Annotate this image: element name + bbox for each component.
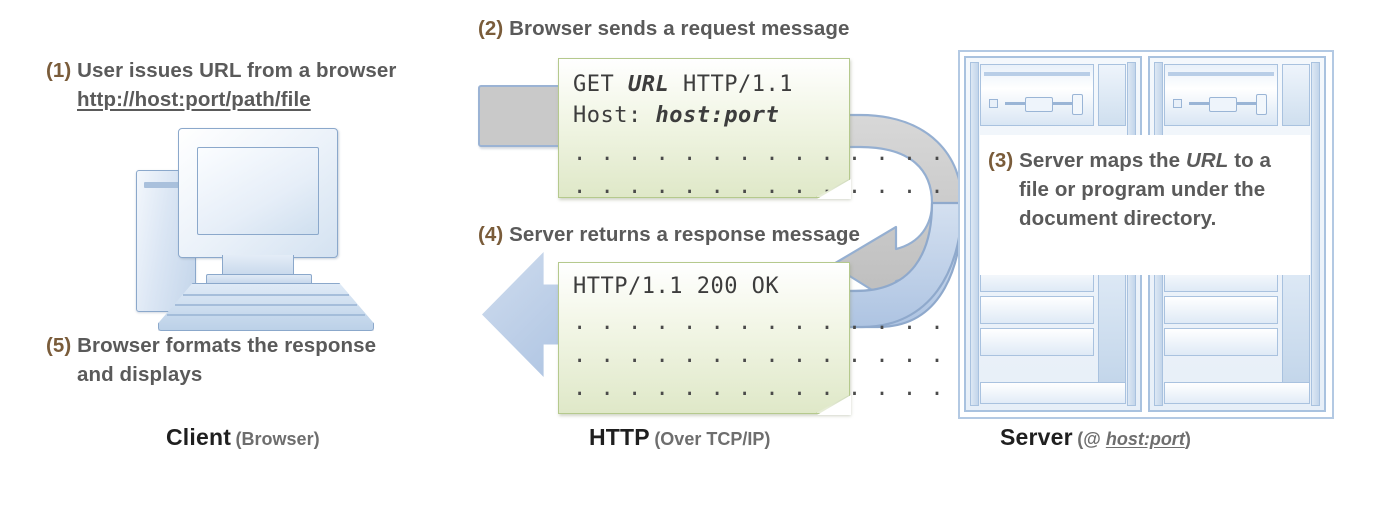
rack-footer-bay [980,382,1126,404]
client-computer-icon [118,128,388,331]
rack-slot-icon [1072,94,1083,115]
pc-tower-slot [144,182,188,188]
request-dots-1: . . . . . . . . . . . . . . . . [573,141,1000,166]
step-2-number: (2) [478,17,504,40]
response-dots-2: . . . . . . . . . . . . . . . [573,343,972,368]
rack-knob-icon [1025,97,1053,112]
request-dots-2: . . . . . . . . . . . . . . . . [573,174,1000,199]
step-3-line1: Server maps the URL to a [1019,149,1272,172]
step-2-label: (2) Browser sends a request message [478,14,850,43]
step-4-number: (4) [478,223,504,246]
rack-top-device [980,64,1094,126]
pc-keyboard-icon [158,283,374,331]
rack-top-device [1164,64,1278,126]
response-status-line: HTTP/1.1 200 OK [573,274,780,299]
step-2-text: Browser sends a request message [509,17,850,40]
rack-frame-left [970,62,979,406]
caption-client-main: Client [166,424,232,450]
rack-big-column [1282,264,1310,384]
rack-led-icon [989,99,998,108]
pc-screen [197,147,319,235]
rack-bay [1164,328,1278,356]
rack-side-column [1098,64,1126,126]
pc-monitor-icon [178,128,338,258]
step-3-note-panel [980,135,1310,275]
step-1-text: User issues URL from a browser [77,59,397,82]
step-3-number: (3) [988,149,1014,172]
step-3-line3: document directory. [1019,207,1217,230]
step-1-number: (1) [46,59,72,82]
caption-http: HTTP (Over TCP/IP) [589,424,770,451]
caption-server-main: Server [1000,424,1073,450]
pc-monitor-neck [222,255,294,276]
caption-server-sub: (@ host:port) [1077,429,1191,449]
step-5-text-line2: and displays [77,363,203,386]
rack-frame-right [1311,62,1320,406]
http-response-message-box: HTTP/1.1 200 OK . . . . . . . . . . . . … [558,262,972,414]
caption-http-sub: (Over TCP/IP) [654,429,771,449]
caption-client: Client (Browser) [166,424,320,451]
caption-server: Server (@ host:port) [1000,424,1191,451]
caption-http-main: HTTP [589,424,650,450]
step-1-label: (1) User issues URL from a browser http:… [46,56,397,114]
step-5-text-line1: Browser formats the response [77,334,377,357]
step-5-number: (5) [46,334,72,357]
step-4-text: Server returns a response message [509,223,861,246]
caption-client-sub: (Browser) [235,429,320,449]
rack-bay [980,328,1094,356]
request-line-2: Host: host:port [573,103,780,128]
rack-bay [980,296,1094,324]
rack-knob-icon [1209,97,1237,112]
rack-slot-icon [1256,94,1267,115]
rack-big-column [1098,264,1126,384]
step-3-line2: file or program under the [1019,178,1266,201]
response-dots-3: . . . . . . . . . . . . . . . [573,376,972,401]
rack-led-icon [1173,99,1182,108]
step-5-label: (5) Browser formats the response and dis… [46,331,376,389]
step-1-url: http://host:port/path/file [77,88,311,111]
rack-footer-bay [1164,382,1310,404]
response-dots-1: . . . . . . . . . . . . . . . [573,310,972,335]
rack-bay [1164,296,1278,324]
request-line-1: GET URL HTTP/1.1 [573,72,793,97]
rack-side-column [1282,64,1310,126]
http-request-message-box: GET URL HTTP/1.1 Host: host:port . . . .… [558,58,1000,199]
step-3-label: (3) Server maps the URL to a file or pro… [988,146,1271,233]
step-4-label: (4) Server returns a response message [478,220,860,249]
